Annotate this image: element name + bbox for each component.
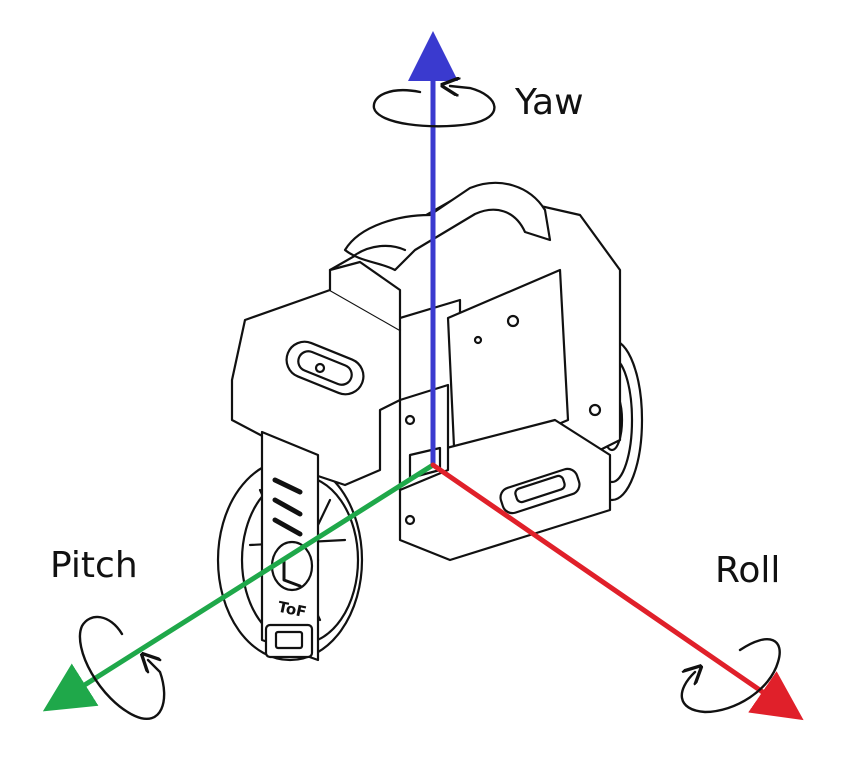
rotation-arrows [78,86,781,720]
handle [343,181,552,272]
pitch-rotation-icon [78,615,166,720]
roll-label: Roll [715,550,781,591]
roll-axis [430,462,804,721]
tof-label: ToF [276,598,308,622]
yaw-label: Yaw [515,82,584,123]
roll-rotation-icon [680,638,781,714]
back-plate [446,268,570,470]
robot-drawing: ToF [216,181,644,662]
pitch-axis [42,462,436,712]
pitch-label: Pitch [50,545,138,586]
axes [42,31,804,721]
yaw-rotation-icon [372,86,496,128]
